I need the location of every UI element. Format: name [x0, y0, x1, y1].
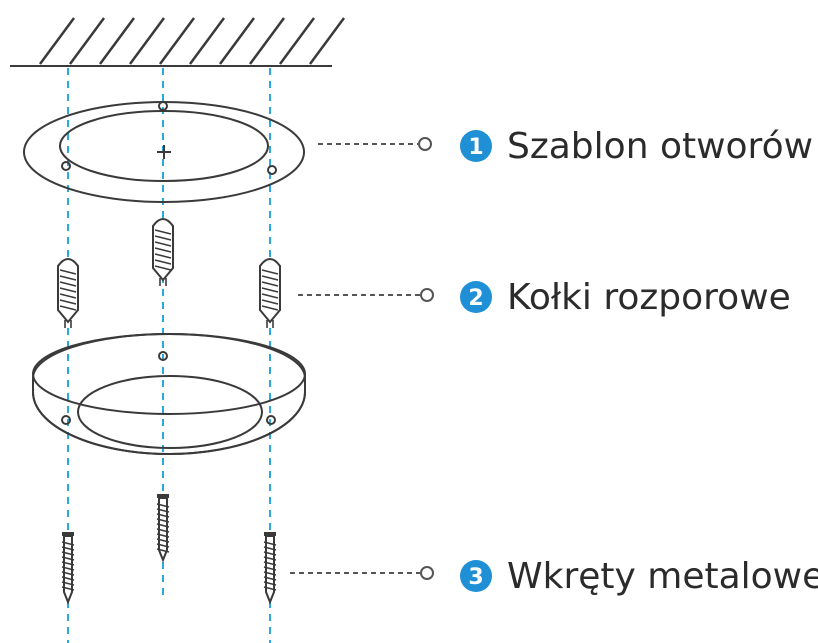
callout-label-1: Szablon otworów: [507, 126, 813, 167]
callout-badge-3: [460, 560, 492, 592]
leader-end-3: [420, 566, 434, 580]
leader-end-2: [420, 288, 434, 302]
callout-badge-1: [460, 130, 492, 162]
metal-screws: [61, 494, 277, 605]
wall-anchor-icon: [152, 218, 174, 286]
hatch-line: [38, 17, 76, 65]
hatch-line: [128, 17, 166, 65]
leader-end-1: [418, 137, 432, 151]
callout-number-3: 3: [468, 565, 483, 590]
callout-label-3: Wkręty metalowe: [507, 556, 818, 597]
hatch-line: [278, 17, 316, 65]
hatch-line: [158, 17, 196, 65]
drill-template-icon: [23, 101, 305, 203]
callout-number-2: 2: [468, 286, 483, 311]
callout-leaders: [290, 137, 434, 580]
hatch-line: [188, 17, 226, 65]
callout-2: 2 Kołki rozporowe: [460, 277, 791, 318]
callout-badge-2: [460, 281, 492, 313]
metal-screw-icon: [61, 532, 75, 605]
mounting-base-icon: [32, 333, 306, 455]
callout-label-2: Kołki rozporowe: [507, 277, 791, 318]
wall-anchors: [57, 218, 281, 328]
alignment-guides: [67, 68, 271, 643]
hatch-line: [68, 17, 106, 65]
ceiling-hatch-icon: [10, 17, 346, 67]
hatch-line: [218, 17, 256, 65]
callout-3: 3 Wkręty metalowe: [460, 556, 818, 597]
wall-anchor-icon: [259, 258, 281, 328]
callout-1: 1 Szablon otworów: [460, 126, 813, 167]
wall-anchor-icon: [57, 258, 79, 328]
hatch-line: [308, 17, 346, 65]
hatch-line: [98, 17, 136, 65]
metal-screw-icon: [156, 494, 170, 563]
callout-number-1: 1: [468, 135, 483, 160]
metal-screw-icon: [263, 532, 277, 605]
hatch-line: [248, 17, 286, 65]
